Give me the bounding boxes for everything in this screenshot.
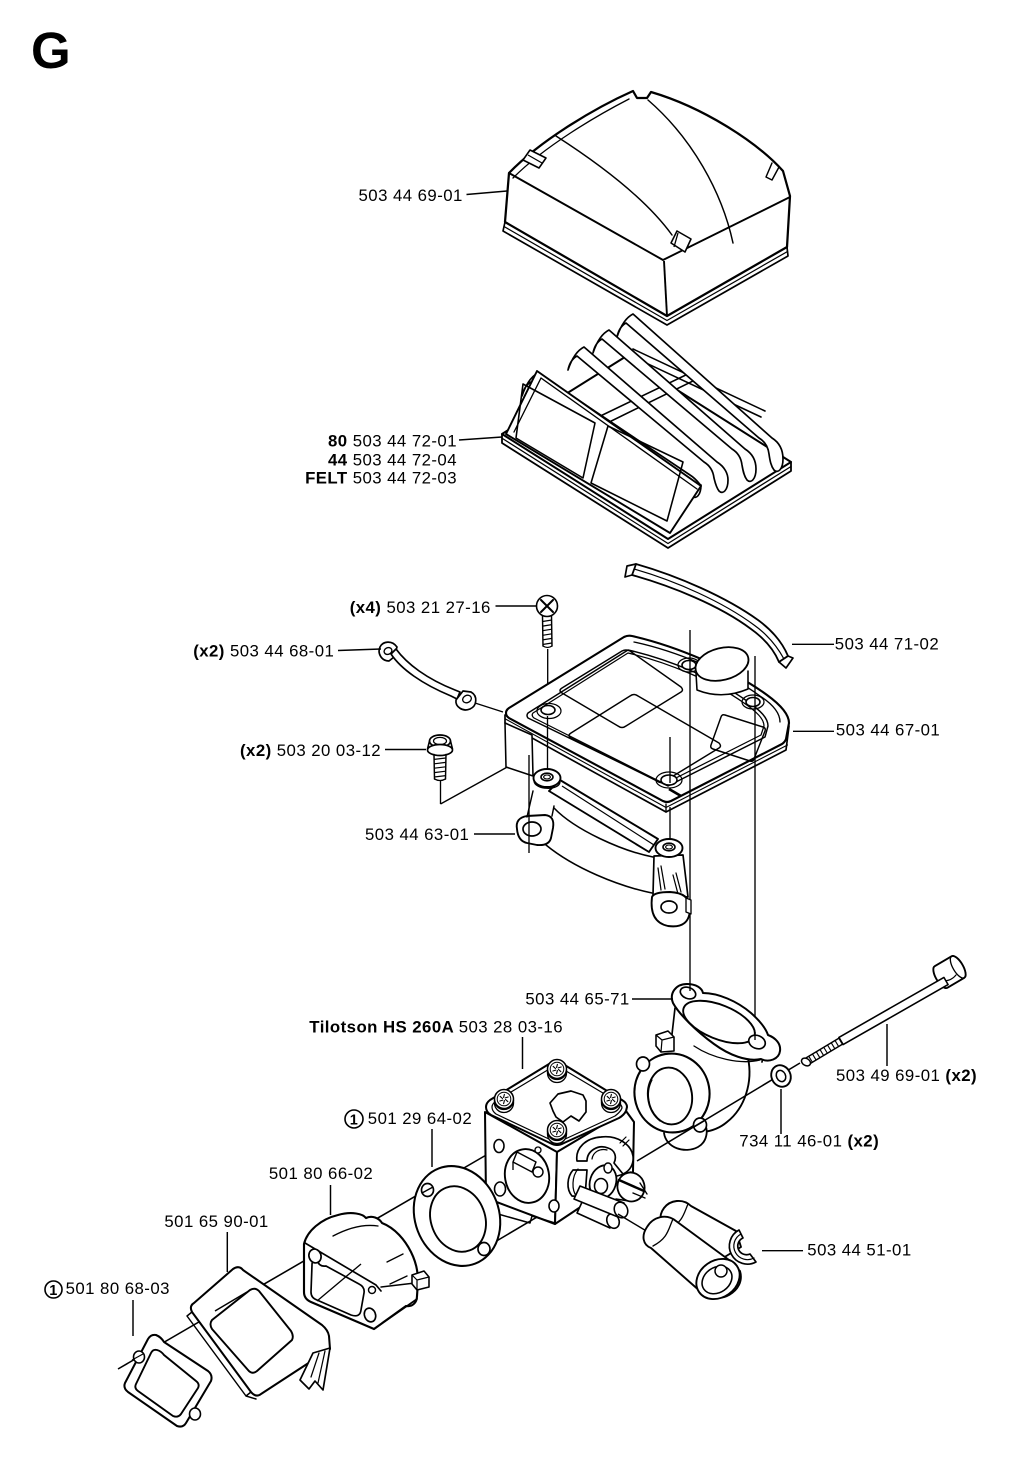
svg-text:503 44 65-71: 503 44 65-71 xyxy=(525,989,629,1008)
svg-text:501 80 68-03: 501 80 68-03 xyxy=(66,1279,170,1298)
svg-text:501 65 90-01: 501 65 90-01 xyxy=(164,1212,268,1231)
svg-text:503 44 71-02: 503 44 71-02 xyxy=(835,635,939,654)
svg-text:1: 1 xyxy=(350,1113,359,1129)
svg-text:501 29 64-02: 501 29 64-02 xyxy=(368,1109,472,1128)
svg-text:80 503 44 72-01: 80 503 44 72-01 xyxy=(328,431,457,450)
svg-text:44 503 44 72-04: 44 503 44 72-04 xyxy=(328,450,457,469)
svg-text:FELT 503 44 72-03: FELT 503 44 72-03 xyxy=(305,469,457,488)
svg-text:1: 1 xyxy=(49,1283,58,1299)
svg-text:Tilotson HS 260A 503 28 03-16: Tilotson HS 260A 503 28 03-16 xyxy=(309,1018,563,1037)
svg-text:503 44 67-01: 503 44 67-01 xyxy=(836,721,940,740)
svg-text:503 44 51-01: 503 44 51-01 xyxy=(807,1241,911,1260)
svg-text:(x4) 503 21 27-16: (x4) 503 21 27-16 xyxy=(350,598,491,617)
svg-text:(x2) 503 44 68-01: (x2) 503 44 68-01 xyxy=(193,641,334,660)
svg-text:(x2) 503 20 03-12: (x2) 503 20 03-12 xyxy=(240,741,381,760)
svg-text:503 49 69-01 (x2): 503 49 69-01 (x2) xyxy=(836,1066,977,1085)
svg-text:501 80 66-02: 501 80 66-02 xyxy=(269,1164,373,1183)
svg-text:G: G xyxy=(31,22,71,79)
svg-text:503 44 63-01: 503 44 63-01 xyxy=(365,825,469,844)
svg-text:734 11 46-01 (x2): 734 11 46-01 (x2) xyxy=(739,1131,879,1150)
svg-text:503 44 69-01: 503 44 69-01 xyxy=(359,186,463,205)
